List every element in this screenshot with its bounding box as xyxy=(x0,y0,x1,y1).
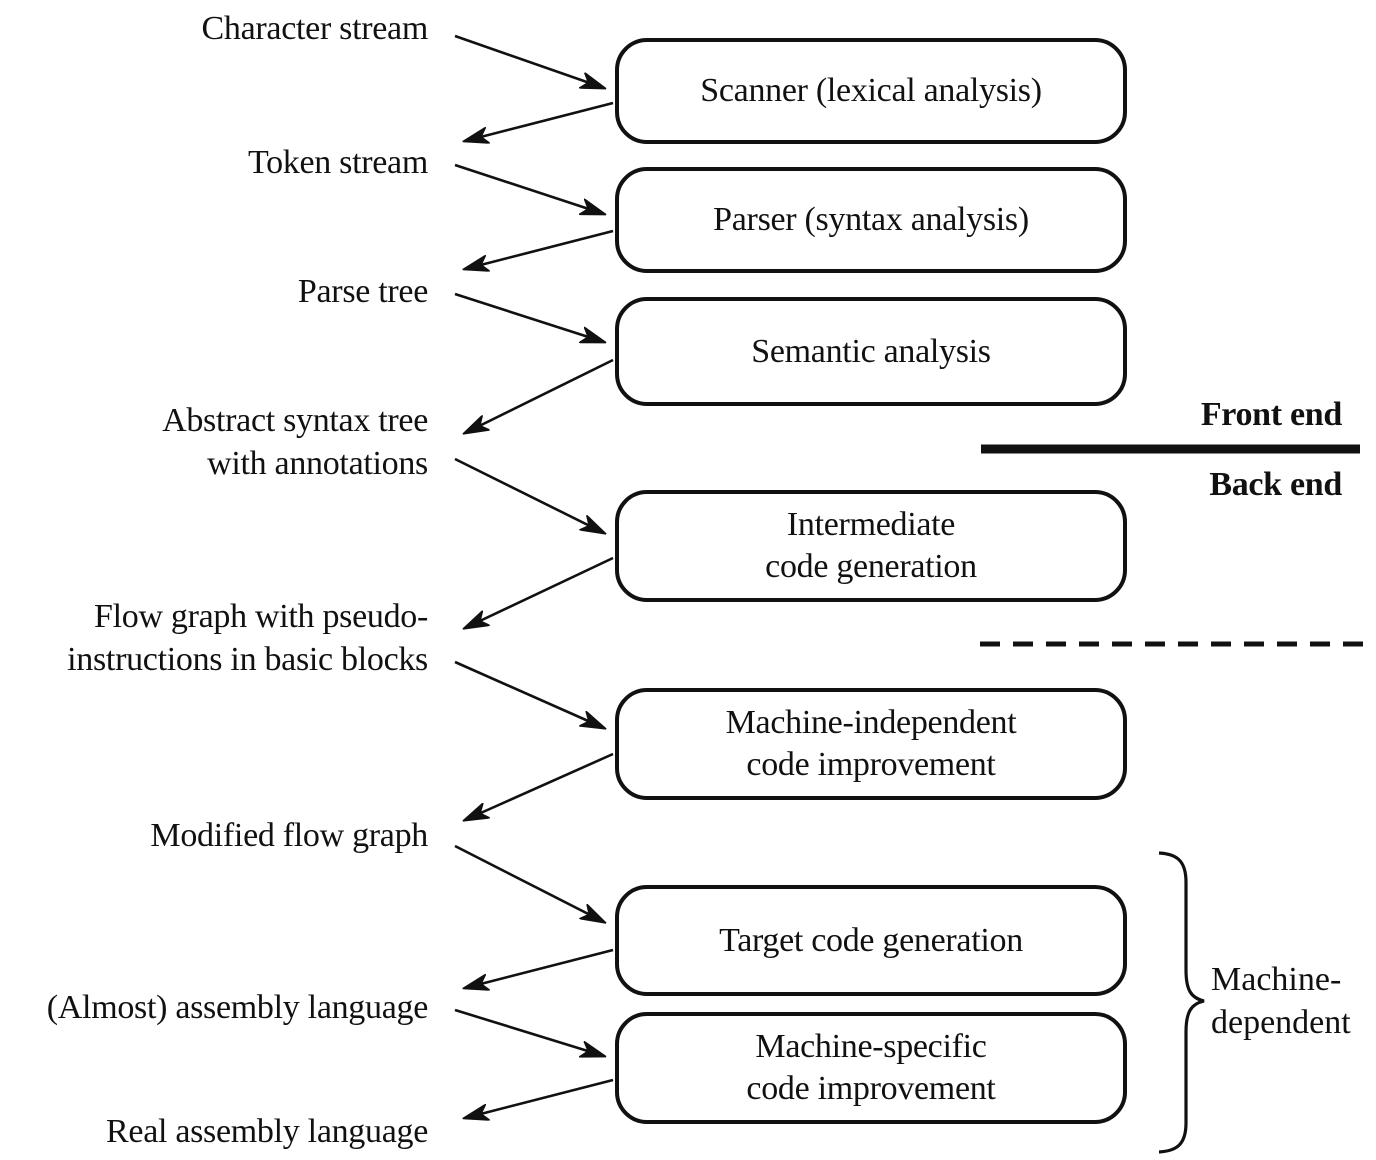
arrow-parse-tree-to-semantic xyxy=(454,292,604,342)
stage-machine-specific-improvement: Machine-specific code improvement xyxy=(615,1012,1127,1124)
stage-machine-independent-improvement: Machine-independent code improvement xyxy=(615,688,1127,800)
artifact-character-stream: Character stream xyxy=(201,10,429,47)
arrow-mach-indep-to-modified-flow xyxy=(465,752,614,820)
arrow-token-stream-to-parser xyxy=(454,163,604,214)
arrow-flow-graph-to-mach-indep xyxy=(454,660,604,728)
arrow-ast-to-intermediate xyxy=(454,457,604,533)
front-end-label: Front end xyxy=(1200,396,1342,433)
back-end-label: Back end xyxy=(1209,466,1342,503)
artifact-abstract-syntax-tree: Abstract syntax tree with annotations xyxy=(162,402,428,482)
arrow-scanner-to-token-stream xyxy=(465,101,614,141)
stage-target-code-generation: Target code generation xyxy=(615,885,1127,996)
stage-semantic-analysis: Semantic analysis xyxy=(615,297,1127,406)
artifact-flow-graph: Flow graph with pseudo- instructions in … xyxy=(67,598,428,678)
arrow-mach-spec-to-real-assembly xyxy=(465,1078,614,1118)
arrow-character-stream-to-scanner xyxy=(454,34,604,88)
artifact-real-assembly: Real assembly language xyxy=(106,1113,428,1150)
stage-intermediate-code-generation: Intermediate code generation xyxy=(615,490,1127,602)
stage-scanner: Scanner (lexical analysis) xyxy=(615,38,1127,144)
artifact-token-stream: Token stream xyxy=(247,144,428,181)
artifact-parse-tree: Parse tree xyxy=(297,273,428,310)
arrow-parser-to-parse-tree xyxy=(465,229,614,269)
machine-dependent-label: Machine- dependent xyxy=(1211,961,1351,1041)
machine-dependent-brace xyxy=(1158,851,1205,1154)
stage-parser: Parser (syntax analysis) xyxy=(615,167,1127,273)
arrow-modified-flow-to-target xyxy=(454,844,604,922)
artifact-almost-assembly: (Almost) assembly language xyxy=(46,989,429,1026)
arrow-intermediate-to-flow-graph xyxy=(465,556,614,628)
arrow-target-to-almost-assembly xyxy=(465,948,614,988)
arrow-semantic-to-ast xyxy=(465,358,614,433)
arrow-almost-assembly-to-mach-spec xyxy=(454,1008,604,1056)
artifact-modified-flow-graph: Modified flow graph xyxy=(150,817,428,854)
